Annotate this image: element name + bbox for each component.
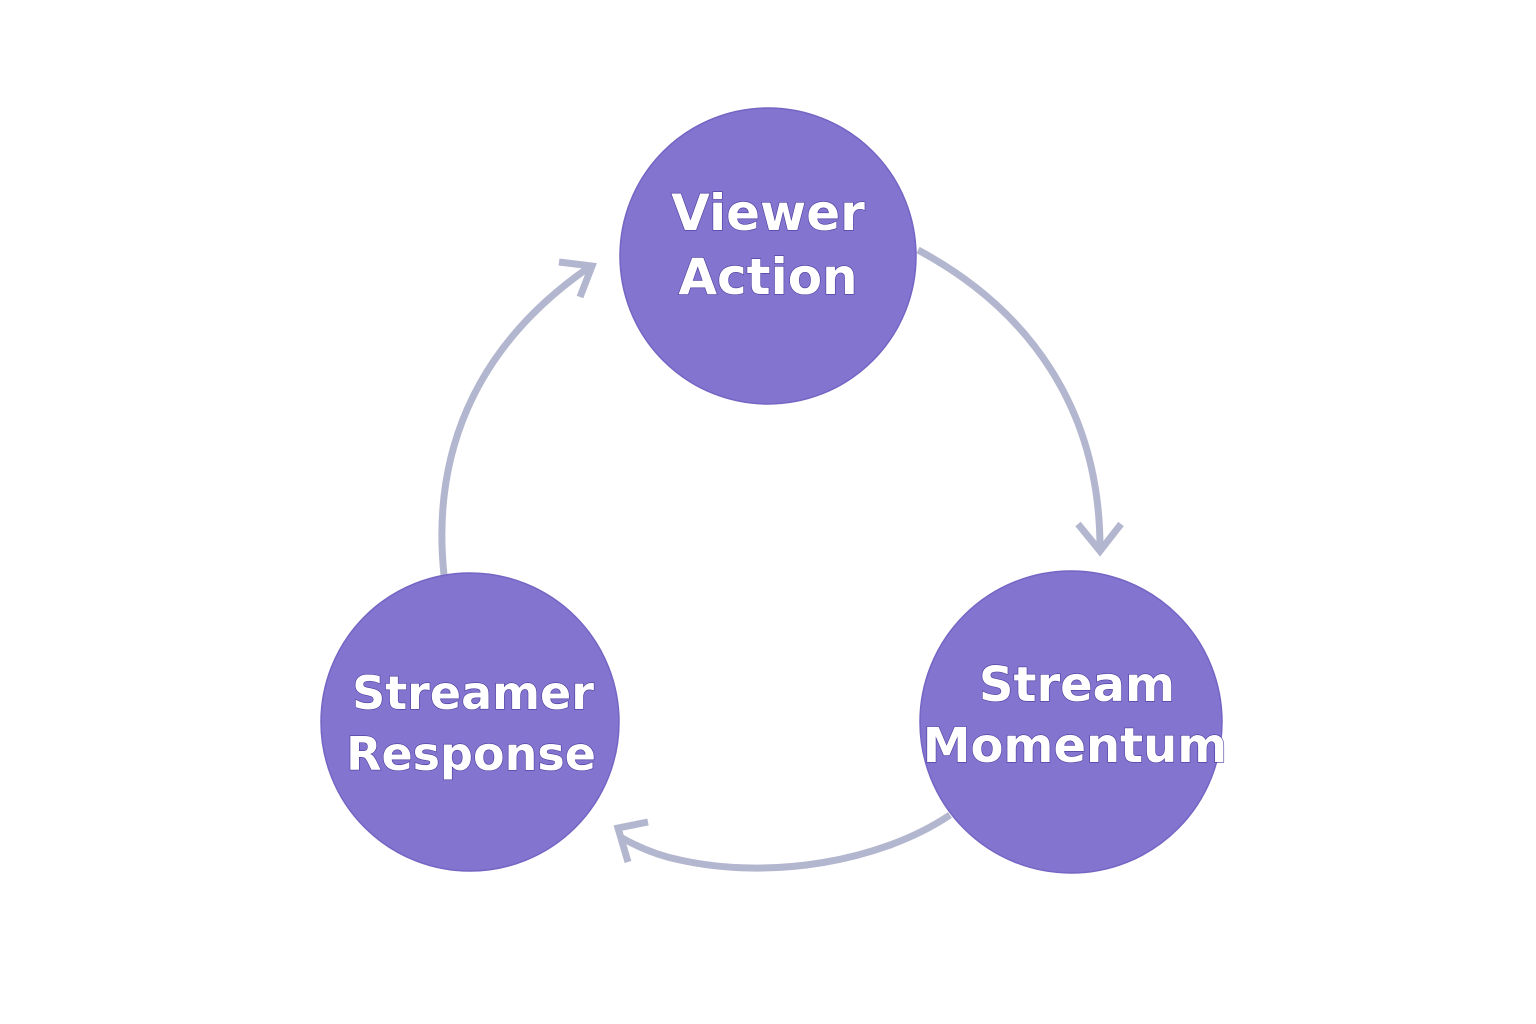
node-stream-momentum: Stream Momentum xyxy=(919,570,1228,874)
node-circle xyxy=(919,570,1223,874)
node-label-line-2: Momentum xyxy=(923,718,1228,774)
arrow-response-to-viewer xyxy=(438,258,597,576)
node-label-line-1: Viewer xyxy=(671,184,865,242)
node-label-line-2: Action xyxy=(678,248,857,306)
node-label-line-1: Streamer xyxy=(352,666,594,720)
node-label-line-2: Response xyxy=(346,727,596,781)
arrow-line xyxy=(916,246,1104,549)
arrow-head-icon xyxy=(613,818,649,863)
arrow-head-icon xyxy=(1075,521,1124,557)
node-streamer-response: Streamer Response xyxy=(320,572,620,872)
arrow-head-icon xyxy=(558,258,597,299)
arrow-line xyxy=(620,812,952,872)
node-label-line-1: Stream xyxy=(979,657,1175,713)
arrow-viewer-to-momentum xyxy=(916,246,1124,557)
node-circle xyxy=(619,107,917,405)
node-circle xyxy=(320,572,620,872)
arrow-line xyxy=(438,265,590,576)
arrow-momentum-to-response xyxy=(613,812,952,872)
node-viewer-action: Viewer Action xyxy=(619,107,917,405)
